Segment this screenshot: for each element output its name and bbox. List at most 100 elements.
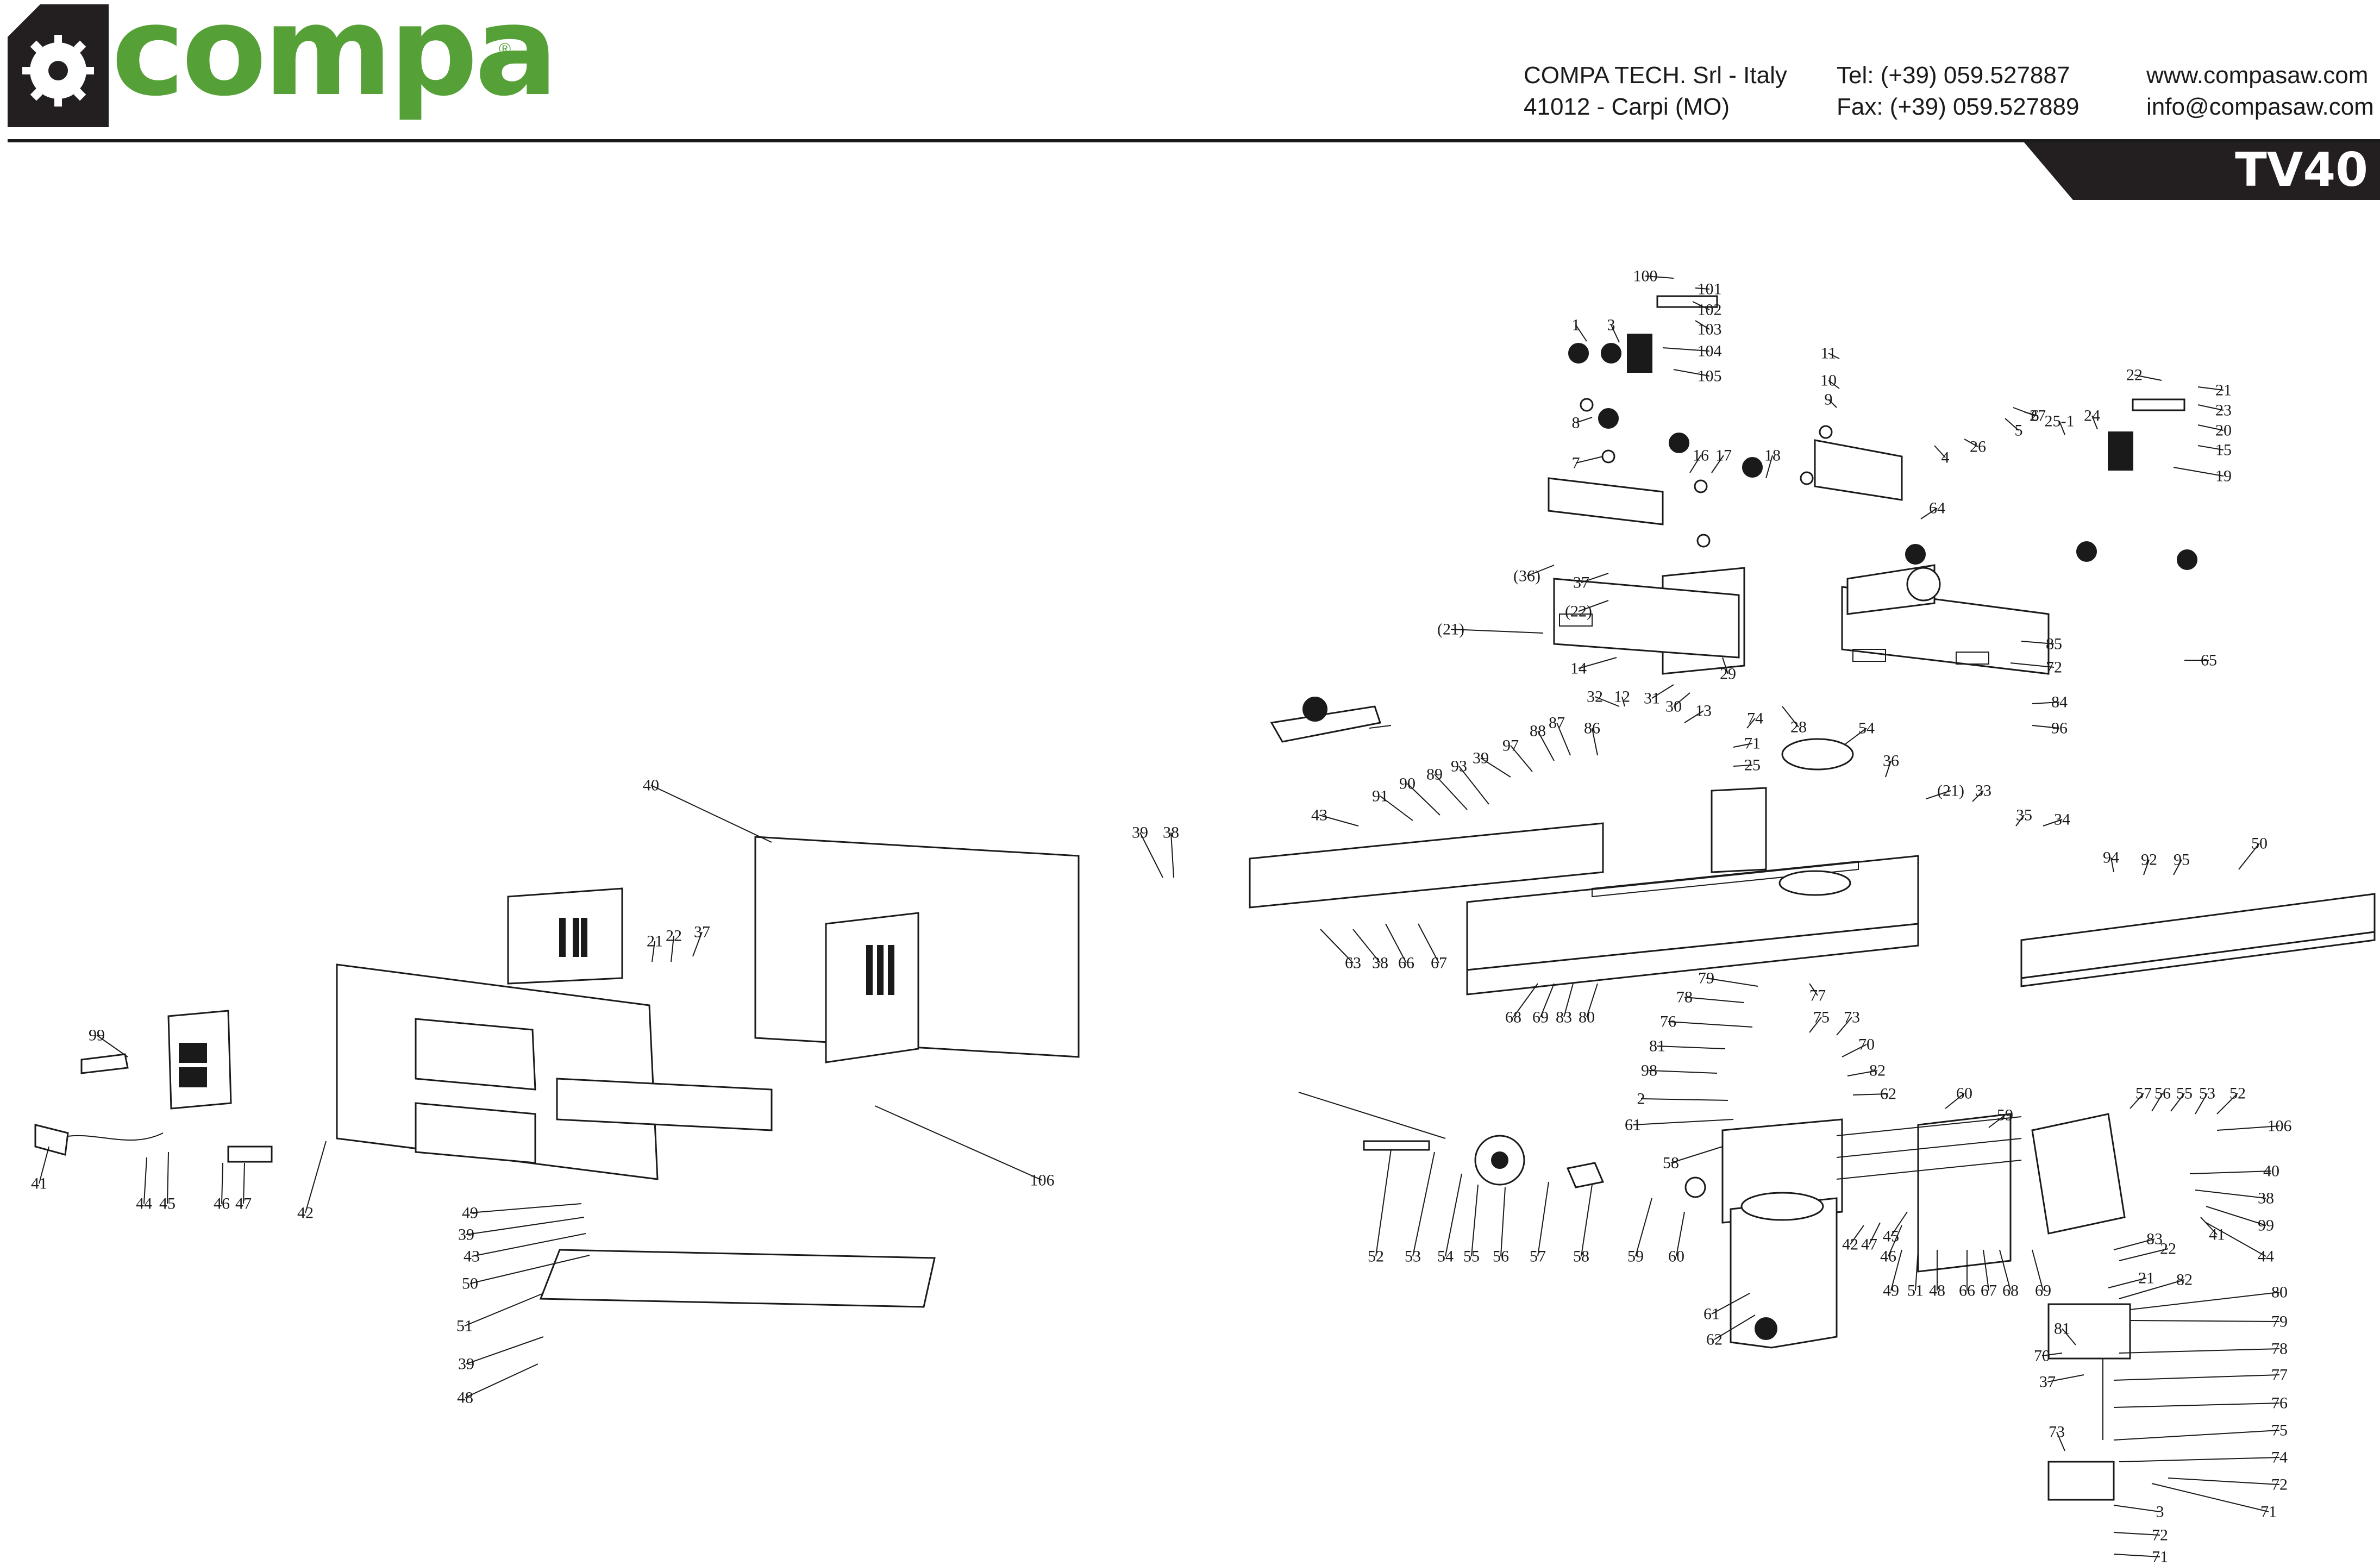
knob-5 (1905, 544, 1926, 565)
callout-label: 24 (2084, 407, 2100, 425)
callout-label: 46 (214, 1195, 230, 1213)
leader-54 (1319, 815, 1359, 827)
leader-35 (1673, 692, 1690, 707)
callout-label: 4 (1941, 449, 1950, 467)
leader-2 (1692, 301, 1710, 310)
leader-58 (1458, 766, 1489, 805)
leader-7 (1611, 324, 1620, 343)
callout-label: 80 (2271, 1284, 2288, 1301)
leader-39 (1621, 696, 1625, 707)
knob-6 (2076, 541, 2097, 562)
leader-37 (1782, 706, 1799, 728)
leader-155 (39, 1146, 49, 1184)
leader-79 (1684, 997, 1745, 1003)
callout-label: (22) (1565, 603, 1592, 621)
leader-119 (2119, 1279, 2185, 1299)
leader-29 (1526, 565, 1555, 577)
callout-label: 100 (1633, 267, 1658, 285)
callout-label: 3 (1607, 316, 1615, 334)
leader-15 (1934, 445, 1946, 458)
callout-label: 48 (457, 1389, 473, 1407)
callout-label: 106 (2268, 1117, 2292, 1135)
callout-label: 23 (2215, 402, 2232, 420)
handwheel-hub (1491, 1151, 1508, 1169)
leader-80 (1809, 983, 1818, 996)
leader-154 (96, 1035, 128, 1057)
fence-rail-bracket (1814, 439, 1903, 501)
callout-label: 41 (2209, 1226, 2225, 1244)
leader-67 (2032, 725, 2060, 729)
callout-label: 33 (1975, 782, 1991, 800)
callout-label: 21 (647, 932, 663, 950)
callout-label: 46 (1880, 1248, 1896, 1266)
callout-label: 18 (1764, 447, 1781, 465)
callout-label: 95 (2174, 851, 2190, 869)
leader-95 (2151, 1093, 2163, 1112)
callout-label: 27 (2030, 407, 2046, 425)
leader-83 (1836, 1017, 1852, 1036)
callout-label: 15 (2215, 441, 2232, 459)
callout-label: 17 (1715, 447, 1732, 465)
washer-2 (1694, 479, 1708, 493)
motor-flange (1740, 1192, 1824, 1221)
leader-124 (2119, 1348, 2280, 1354)
clamp-head-left (1627, 334, 1652, 373)
leader-52 (2173, 859, 2182, 875)
callout-label: 83 (2146, 1230, 2163, 1248)
callout-label: 70 (1858, 1036, 1875, 1054)
callout-label: 56 (2154, 1085, 2171, 1103)
website-link[interactable]: www.compasaw.com (2146, 62, 2369, 89)
callout-label: 76 (2271, 1394, 2288, 1412)
callout-label: 20 (2215, 422, 2232, 440)
callout-label: 50 (462, 1275, 478, 1293)
leader-164 (469, 1255, 590, 1284)
leader-77 (1586, 983, 1598, 1018)
leader-88 (1640, 1098, 1728, 1101)
callout-label: 52 (2229, 1085, 2246, 1103)
washer-4 (1800, 471, 1814, 485)
leader-130 (2119, 1457, 2280, 1462)
riving-plate (1711, 787, 1767, 873)
leader-140 (1581, 1184, 1593, 1257)
callout-label: 44 (2258, 1248, 2274, 1266)
leader-45 (1885, 760, 1892, 778)
leader-10 (1828, 353, 1840, 359)
callout-label: 26 (1970, 438, 1986, 456)
callout-label: 41 (31, 1175, 47, 1193)
power-plug (34, 1124, 69, 1156)
motor-terminal (1755, 1317, 1777, 1340)
clamp-bar-left (1656, 295, 1718, 308)
callout-label: 59 (1997, 1106, 2013, 1124)
leader-69 (1920, 508, 1938, 519)
callout-label: 52 (1368, 1248, 1384, 1266)
leader-106 (1888, 1225, 1902, 1257)
leader-46 (1926, 790, 1951, 799)
telephone: Tel: (+39) 059.527887 (1837, 62, 2070, 89)
callout-label: 37 (2039, 1373, 2056, 1391)
callout-label: 2 (1637, 1090, 1645, 1108)
callout-label: 89 (1426, 766, 1443, 784)
callout-label: 1 (1572, 316, 1580, 334)
email-link[interactable]: info@compasaw.com (2146, 93, 2374, 120)
leader-32 (1450, 629, 1544, 634)
leader-48 (2015, 815, 2025, 827)
leader-105 (1890, 1211, 1908, 1237)
tilt-rod-c (1836, 1160, 2022, 1180)
leader-98 (2216, 1093, 2238, 1115)
callout-label: 22 (666, 927, 682, 945)
leader-102 (2206, 1206, 2266, 1226)
callout-label: 39 (458, 1355, 474, 1373)
leader-100 (2189, 1170, 2272, 1174)
callout-label: 64 (1929, 499, 1945, 517)
leader-65 (2010, 662, 2055, 668)
leader-129 (2056, 1431, 2065, 1451)
callout-label: 78 (2271, 1340, 2288, 1358)
callout-label: (36) (1513, 567, 1540, 585)
callout-label: 67 (1981, 1282, 1997, 1300)
leader-76 (1563, 983, 1574, 1018)
callout-label: 66 (1959, 1282, 1975, 1300)
leader-91 (1945, 1093, 1965, 1109)
switch-button-top (179, 1043, 207, 1063)
callout-label: 88 (1530, 722, 1546, 740)
knob-0 (1568, 343, 1589, 364)
